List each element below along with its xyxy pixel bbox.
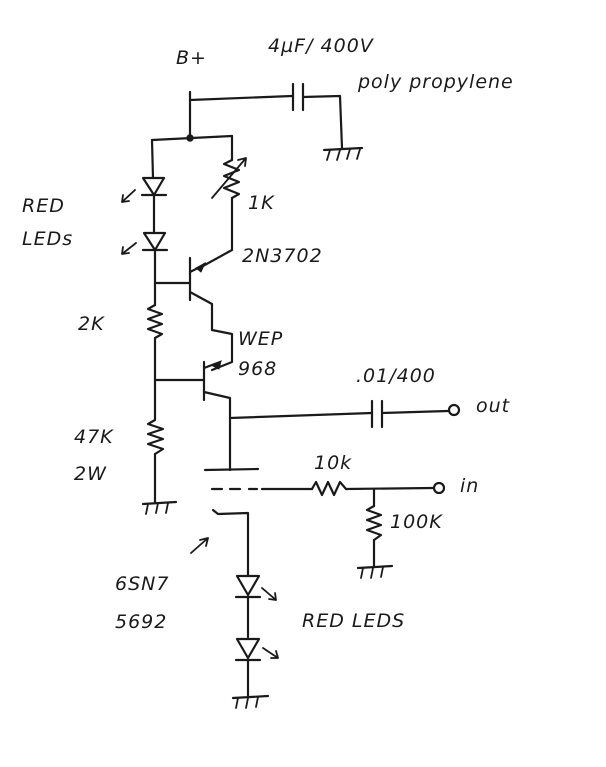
- label-transistor: 2N3702: [242, 245, 323, 267]
- resistor-47k: [146, 418, 165, 456]
- pot-wire-bottom: [201, 196, 234, 268]
- red-led-top-1: [121, 176, 168, 203]
- label-tube-2: 5692: [115, 611, 167, 633]
- label-fet-2: 968: [238, 358, 277, 380]
- label-bplus: B+: [176, 47, 207, 69]
- label-r47k-2: 2W: [74, 463, 107, 485]
- cap-out-wire-right: [380, 409, 450, 415]
- ground-symbol-bottom: [231, 694, 270, 709]
- ground-symbol-47k: [141, 500, 178, 515]
- label-cap-top-2: poly propylene: [357, 71, 514, 93]
- fet-wep968: [153, 328, 234, 472]
- label-tube-1: 6SN7: [115, 573, 169, 595]
- ground-symbol-top: [322, 146, 364, 161]
- split-wire: [150, 134, 234, 142]
- red-led-bottom-2: [234, 637, 279, 662]
- cap-top-wire-right: [301, 94, 344, 150]
- label-r100k: 100K: [390, 511, 443, 533]
- resistor-100k: [365, 504, 383, 542]
- resistor-2k: [146, 303, 164, 340]
- tube-cathode: [211, 508, 250, 577]
- label-r10k: 10k: [314, 452, 352, 474]
- label-red-leds-top-1: RED: [22, 195, 65, 217]
- tube-arrow: [190, 537, 209, 554]
- tube-plate: [203, 467, 260, 472]
- resistor-10k: [310, 480, 348, 497]
- label-pot-1k: 1K: [248, 192, 275, 214]
- label-cap-out: .01/400: [356, 365, 436, 387]
- red-led-bottom-1: [234, 574, 277, 601]
- label-fet-1: WEP: [238, 328, 283, 350]
- pot-arrow: [211, 157, 247, 199]
- tube-triode: [190, 467, 260, 577]
- cap-top-wire-left: [188, 94, 294, 102]
- led-branch-wire-top: [150, 138, 155, 180]
- label-r47k-1: 47K: [74, 426, 114, 448]
- transistor-2n3702: [153, 256, 214, 332]
- label-r2k: 2K: [78, 313, 105, 335]
- label-out: out: [476, 395, 511, 417]
- out-terminal: [447, 403, 461, 417]
- label-cap-top-1: 4µF/ 400V: [268, 35, 375, 57]
- ground-symbol-100k: [356, 564, 394, 579]
- label-in: in: [460, 475, 479, 497]
- pot-resistor: [222, 158, 241, 200]
- label-red-leds-bottom: RED LEDS: [302, 610, 405, 632]
- cap-out-wire-left: [228, 411, 374, 420]
- label-red-leds-top-2: LEDs: [22, 228, 73, 250]
- in-wire: [344, 486, 435, 491]
- red-led-top-2: [121, 231, 169, 255]
- in-terminal: [432, 481, 446, 495]
